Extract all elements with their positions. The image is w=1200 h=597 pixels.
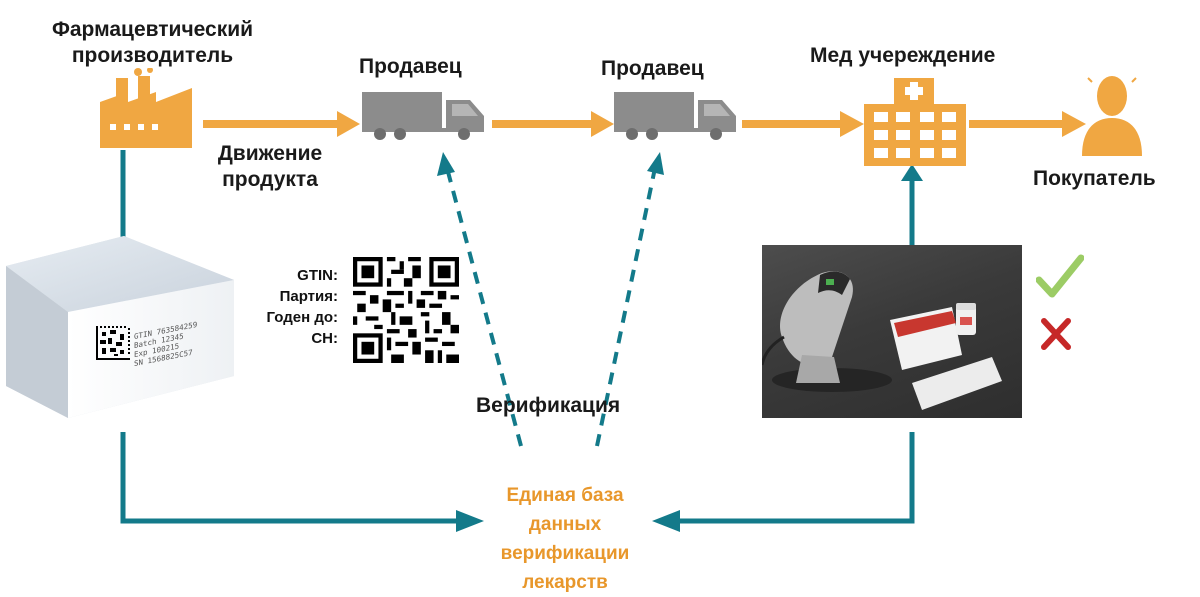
person-icon — [1082, 72, 1142, 156]
line-manufacturer-database — [120, 432, 470, 524]
qr-code — [353, 257, 459, 363]
medicine-box: GTIN 763584259 Batch 12345 Exp 100215 SN… — [6, 236, 236, 418]
verify-arrow-seller2 — [595, 167, 657, 447]
scanner-photo — [762, 245, 1022, 418]
database-label: Единая база данных верификации лекарств — [500, 485, 630, 593]
qr-field-gtin: GTIN: — [297, 267, 338, 284]
data-flow-arrows — [120, 150, 915, 524]
qr-field-serial: СН: — [311, 330, 338, 347]
line-medical-database — [666, 432, 915, 524]
qr-field-labels: GTIN: Партия: Годен до: СН: — [228, 265, 339, 349]
buyer-label: Покупатель — [1033, 167, 1156, 190]
qr-field-expiry: Годен до: — [266, 309, 339, 326]
seller2-label: Продавец — [601, 57, 704, 80]
verification-arrows — [445, 167, 657, 447]
datamatrix-code — [96, 326, 130, 360]
product-flow-arrows — [203, 111, 1086, 137]
truck-icon-seller1 — [362, 92, 484, 140]
flow-label: Движение продукта — [217, 142, 323, 191]
verify-arrow-seller1 — [445, 167, 523, 447]
qr-field-batch: Партия: — [279, 288, 338, 305]
cross-icon — [1041, 318, 1071, 350]
hospital-icon — [864, 78, 966, 166]
truck-icon-seller2 — [614, 92, 736, 140]
manufacturer-label: Фармацевтический производитель — [51, 18, 254, 67]
medical-label: Мед учереждение — [810, 44, 996, 67]
seller1-label: Продавец — [359, 55, 462, 78]
check-icon — [1036, 254, 1084, 298]
factory-icon — [100, 68, 192, 148]
verification-label: Верификация — [476, 394, 621, 417]
